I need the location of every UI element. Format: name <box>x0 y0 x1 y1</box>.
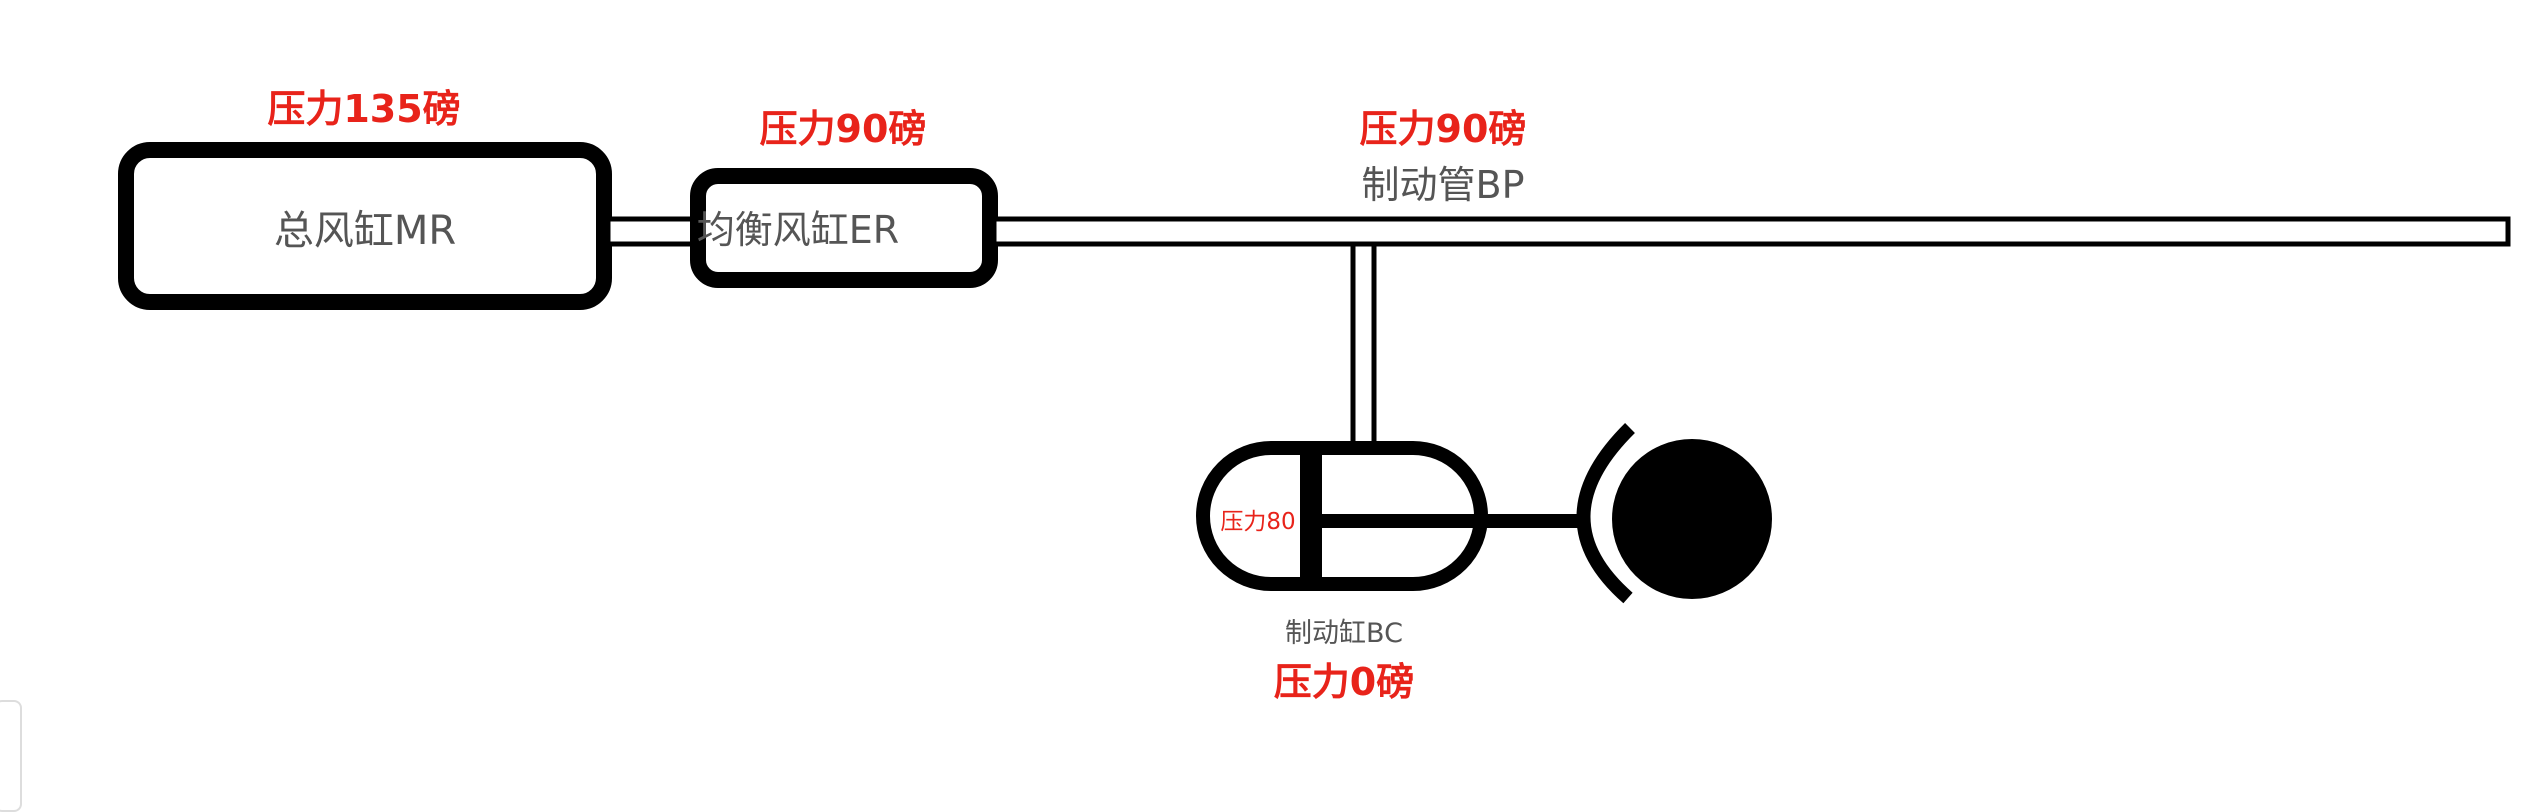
brake-cylinder-pressure: 压力0磅 <box>1274 660 1414 704</box>
piston-rod <box>1322 514 1584 528</box>
brake-cylinder-inner-pressure: 压力80 <box>1220 509 1295 535</box>
brake-cylinder-label: 制动缸BC <box>1285 618 1403 649</box>
mr-er-pipe <box>605 216 701 247</box>
brake-pipe-label: 制动管BP <box>1362 163 1525 207</box>
equalizing-reservoir-label: 均衡风缸ER <box>697 208 899 252</box>
main-reservoir-label: 总风缸MR <box>274 208 456 254</box>
wheel <box>1612 439 1772 599</box>
brake-shoe <box>1576 423 1635 604</box>
equalizing-reservoir-pressure: 压力90磅 <box>760 107 927 151</box>
brake-pipe <box>991 216 2511 247</box>
main-reservoir-pressure: 压力135磅 <box>267 87 460 131</box>
equalizing-reservoir-box <box>690 168 998 288</box>
main-reservoir-box <box>118 142 612 310</box>
brake-pipe-pressure: 压力90磅 <box>1360 107 1527 151</box>
brake-cylinder-piston <box>1300 448 1322 584</box>
side-panel-tab[interactable] <box>0 700 22 812</box>
branch-pipe <box>1350 241 1377 449</box>
